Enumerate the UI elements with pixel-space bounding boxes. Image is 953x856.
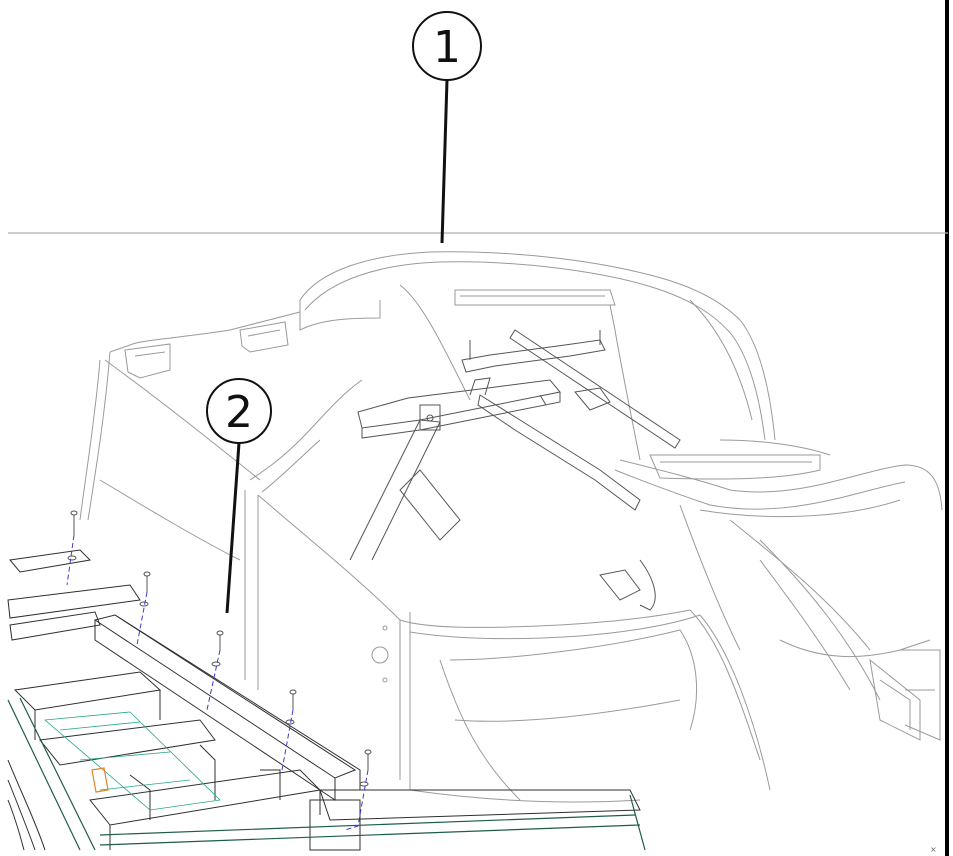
rear-body-panel [79, 311, 771, 803]
mounting-screws [66, 510, 372, 831]
corner-mark: × [930, 845, 937, 854]
callout-1: 1 [412, 11, 482, 244]
screw-axis [66, 534, 75, 586]
green-frame [7, 697, 646, 851]
screw-axis [281, 709, 294, 771]
screw-axis [206, 649, 221, 711]
chassis-frame [7, 549, 641, 851]
callout-2-leader [225, 442, 241, 614]
roof-support-frame [349, 329, 681, 611]
callout-1-label: 1 [433, 22, 461, 73]
tray-detail [44, 711, 221, 811]
right-border [945, 0, 949, 856]
warning-tag [91, 767, 109, 793]
fender-right [759, 559, 941, 741]
left-wheel [7, 759, 46, 851]
callout-1-leader [440, 79, 449, 244]
roof-canopy [299, 251, 943, 701]
screw [285, 689, 297, 725]
screw [211, 630, 224, 667]
screw [139, 571, 151, 607]
screw [359, 749, 372, 787]
screw-axis [344, 769, 369, 831]
callout-2: 2 [206, 378, 272, 614]
screw-axis [136, 591, 148, 646]
screw [67, 510, 78, 561]
callout-2-label: 2 [225, 387, 253, 438]
